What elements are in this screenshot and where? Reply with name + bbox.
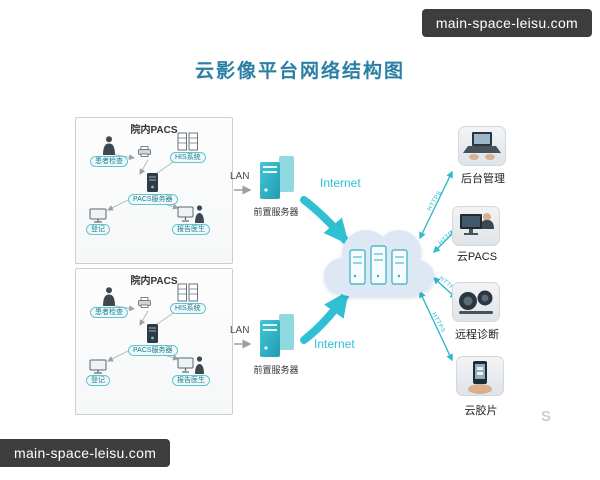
service-admin	[458, 126, 506, 166]
corner-watermark: S	[541, 408, 552, 425]
frontend-server-icon	[260, 314, 294, 357]
hospital-pacs-box-1: 院内PACS 患者检查	[75, 117, 233, 264]
registration-monitor-icon	[89, 359, 107, 374]
node-pacs-server: PACS服务器	[128, 172, 178, 205]
node-printer	[138, 146, 151, 157]
node-his: HIS系统	[170, 132, 206, 163]
mobile-phone-icon	[468, 361, 492, 394]
frontend-server-label: 前置服务器	[253, 207, 299, 217]
registration-monitor-icon	[89, 208, 107, 223]
frontend-server-label: 前置服务器	[253, 365, 299, 375]
service-cloud-film	[456, 356, 504, 396]
service-remote-diagnosis	[452, 282, 500, 322]
frontend-server-icon	[260, 156, 294, 199]
node-label: PACS服务器	[128, 345, 178, 356]
node-report-doctor: 报告医生	[172, 355, 210, 386]
node-label: 报告医生	[172, 224, 210, 235]
lan-label-2: LAN	[230, 325, 250, 336]
node-patient: 患者检查	[90, 136, 128, 167]
printer-icon	[138, 297, 151, 308]
node-label: PACS服务器	[128, 194, 178, 205]
watermark-top-right: main-space-leisu.com	[421, 9, 592, 37]
frontend-server-2: 前置服务器	[250, 312, 302, 376]
watermark-bottom-left: main-space-leisu.com	[0, 439, 171, 467]
medical-device-icon	[459, 290, 493, 314]
node-label: 报告医生	[172, 375, 210, 386]
internet-arrow-top	[300, 196, 350, 245]
service-label-cloud-pacs: 云PACS	[456, 251, 498, 263]
laptop-icon	[463, 132, 501, 160]
node-his: HIS系统	[170, 283, 206, 314]
service-arrow-admin	[419, 170, 453, 240]
his-cabinet-icon	[177, 132, 198, 151]
service-arrow-film	[419, 290, 453, 362]
report-doctor-icon	[177, 356, 204, 374]
node-label: 患者检查	[90, 156, 128, 167]
service-label-remote-diagnosis: 远程诊断	[455, 329, 499, 341]
cloud-icon	[324, 230, 434, 296]
node-printer	[138, 297, 151, 308]
node-pacs-server: PACS服务器	[128, 323, 178, 356]
hospital-box-label: 院内PACS	[130, 125, 178, 136]
internet-label-2: Internet	[314, 337, 355, 351]
node-registration: 登记	[86, 208, 110, 235]
service-cloud-pacs	[452, 206, 500, 246]
node-registration: 登记	[86, 359, 110, 386]
pacs-server-icon	[147, 173, 159, 192]
hospital-pacs-box-2: 院内PACS 患者检查	[75, 268, 233, 415]
patient-icon	[103, 136, 115, 155]
pacs-server-icon	[147, 324, 159, 343]
frontend-server-1: 前置服务器	[250, 154, 302, 218]
his-cabinet-icon	[177, 283, 198, 302]
internet-label-1: Internet	[320, 176, 361, 190]
node-label: HIS系统	[170, 303, 206, 314]
cloud-platform	[320, 222, 438, 311]
report-doctor-icon	[177, 205, 204, 223]
node-report-doctor: 报告医生	[172, 204, 210, 235]
cloud-server-racks	[349, 245, 408, 285]
patient-icon	[103, 287, 115, 306]
internet-arrow-bottom	[300, 290, 349, 344]
lan-label-1: LAN	[230, 171, 250, 182]
monitor-icon	[460, 213, 494, 235]
service-label-cloud-film: 云胶片	[464, 405, 498, 417]
node-label: HIS系统	[170, 152, 206, 163]
service-label-admin: 后台管理	[461, 173, 505, 185]
hospital-box-label: 院内PACS	[130, 276, 178, 287]
page-title: 云影像平台网络结构图	[194, 61, 405, 82]
node-label: 患者检查	[90, 307, 128, 318]
printer-icon	[138, 146, 151, 157]
node-label: 登记	[86, 224, 110, 235]
node-label: 登记	[86, 375, 110, 386]
node-patient: 患者检查	[90, 287, 128, 318]
